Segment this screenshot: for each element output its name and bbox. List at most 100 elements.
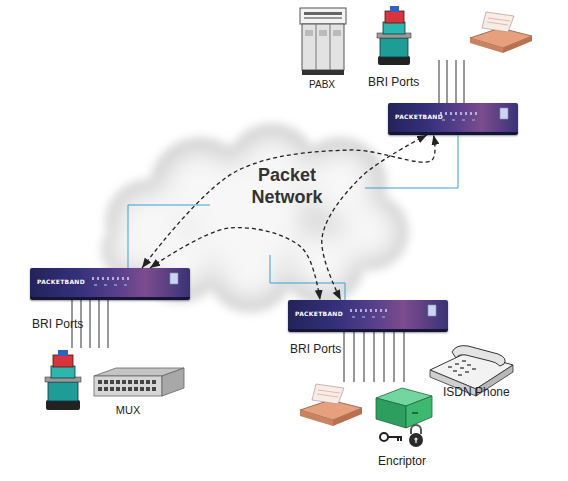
packetband-unit: PACKETBAND xyxy=(30,268,190,300)
multiplexer xyxy=(146,380,150,384)
port-group-label: BRI Ports xyxy=(368,76,419,89)
isdn-phone xyxy=(453,370,457,372)
lock-symbol xyxy=(411,425,421,434)
multiplexer xyxy=(94,376,162,396)
bri-port-wires xyxy=(384,332,385,382)
bri-port-wires xyxy=(108,300,109,348)
lock-symbol xyxy=(415,439,416,443)
multiplexer xyxy=(146,387,150,391)
network-link xyxy=(128,205,210,268)
packetband-unit: PACKETBAND xyxy=(388,103,518,135)
multiplexer xyxy=(98,387,102,391)
fax-machine xyxy=(487,22,508,25)
key-symbol xyxy=(400,437,402,441)
bri-port-wires xyxy=(90,300,91,348)
key-symbol xyxy=(388,436,402,438)
encryptor-box xyxy=(376,398,406,428)
terminal-adapter xyxy=(377,6,411,65)
multiplexer xyxy=(128,387,132,391)
fax-machine xyxy=(470,12,532,53)
multiplexer xyxy=(110,387,114,391)
bri-port-wires xyxy=(447,60,448,103)
bri-port-wires xyxy=(464,60,465,103)
bri-port-wires xyxy=(439,60,440,103)
multiplexer xyxy=(116,380,120,384)
unit-display xyxy=(500,108,508,119)
network-link xyxy=(365,135,458,188)
lock-symbol xyxy=(409,425,423,447)
terminal-adapter xyxy=(377,33,411,38)
isdn-phone xyxy=(448,360,476,376)
virtual-circuit-arrow xyxy=(150,228,320,300)
network-cloud: Packet Network xyxy=(210,150,365,255)
unit-leds xyxy=(350,309,387,318)
terminal-adapter xyxy=(51,366,75,378)
isdn-phone xyxy=(430,352,513,389)
multiplexer xyxy=(162,368,184,396)
isdn-phone xyxy=(452,346,505,366)
pabx-cabinet xyxy=(305,30,313,36)
multiplexer xyxy=(94,368,184,396)
pabx-cabinet xyxy=(316,24,317,70)
fax-machine xyxy=(312,384,344,404)
fax-machine xyxy=(488,18,510,21)
connector-group xyxy=(128,135,458,300)
bri-port-wires xyxy=(404,332,405,382)
node-text: PACKETBAND xyxy=(295,310,343,317)
node-text: Packet Network xyxy=(232,164,342,208)
terminal-adapter xyxy=(380,38,408,57)
bri-port-wires xyxy=(99,300,100,348)
bri-port-wires xyxy=(364,332,365,382)
pabx-cabinet xyxy=(330,24,331,70)
fax-machine xyxy=(300,384,362,426)
pabx-cabinet xyxy=(302,24,344,70)
terminal-adapter xyxy=(385,11,404,23)
fax-machine xyxy=(503,36,532,53)
pabx-cabinet xyxy=(304,17,342,19)
isdn-phone xyxy=(467,364,471,366)
unit-leds xyxy=(92,112,477,318)
multiplexer xyxy=(140,380,144,384)
pabx-cabinet xyxy=(300,8,346,24)
unit-display xyxy=(170,273,178,284)
bri-port-wires xyxy=(344,332,345,382)
multiplexer xyxy=(94,368,184,376)
fax-machine xyxy=(300,410,333,426)
terminal-adapter xyxy=(53,355,73,367)
encryptor-box xyxy=(376,388,432,428)
key-symbol xyxy=(397,437,399,441)
multiplexer xyxy=(152,387,156,391)
fax-machine xyxy=(482,12,514,32)
lock-symbol xyxy=(414,437,417,440)
encryptor-box xyxy=(376,388,432,406)
fax-machine xyxy=(300,400,362,420)
terminal-adapter xyxy=(58,350,68,356)
multiplexer xyxy=(140,387,144,391)
terminal-adapter xyxy=(48,382,78,401)
unit-display xyxy=(428,305,436,316)
fax-machine xyxy=(470,38,503,53)
bri-port-wires xyxy=(374,332,375,382)
fax-machine xyxy=(317,394,338,397)
virtual-circuit-arrow xyxy=(322,135,427,300)
cloud-puff xyxy=(291,231,354,294)
multiplexer xyxy=(116,387,120,391)
network-link xyxy=(270,255,345,300)
equipment-label: ISDN Phone xyxy=(443,386,510,399)
pabx-cabinet xyxy=(304,12,342,15)
unit-leds xyxy=(92,277,129,286)
encryptor-box xyxy=(412,412,418,414)
isdn-phone xyxy=(458,374,462,376)
multiplexer xyxy=(122,387,126,391)
port-group-label: BRI Ports xyxy=(32,318,83,331)
key-symbol xyxy=(380,433,388,441)
multiplexer xyxy=(122,380,126,384)
equipment-label: Encriptor xyxy=(378,455,426,468)
isdn-phone xyxy=(472,368,476,370)
packetband-unit: PACKETBAND xyxy=(288,300,448,332)
multiplexer xyxy=(104,387,108,391)
isdn-phone xyxy=(460,367,464,369)
